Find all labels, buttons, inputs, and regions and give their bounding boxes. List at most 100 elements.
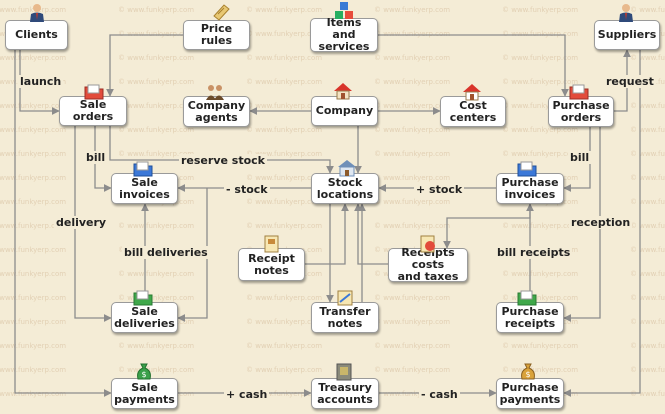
node-label: Sale invoices — [119, 175, 170, 201]
node-company[interactable]: Company — [311, 96, 378, 126]
watermark-text: © www.funkyerp.com — [630, 126, 665, 134]
watermark-text: © www.funkyerp.com — [630, 294, 665, 302]
edge-label-reception: reception — [569, 216, 633, 229]
watermark-text: © www.funkyerp.com — [374, 150, 450, 158]
node-purchase-receipts[interactable]: Purchase receipts — [496, 302, 564, 333]
node-sale-payments[interactable]: Sale payments — [111, 378, 178, 409]
node-purchase-orders[interactable]: Purchase orders — [548, 96, 614, 127]
watermark-text: © www.funkyerp.com — [630, 366, 665, 374]
watermark-text: © www.funkyerp.com — [374, 102, 450, 110]
watermark-text: © www.funkyerp.com — [246, 198, 322, 206]
document-icon — [337, 290, 353, 306]
edge-label-reserve-stock: reserve stock — [179, 154, 267, 167]
watermark-text: © www.funkyerp.com — [630, 342, 665, 350]
node-transfer-notes[interactable]: Transfer notes — [311, 302, 379, 333]
watermark-text: © www.funkyerp.com — [630, 150, 665, 158]
watermark-text: © www.funkyerp.com — [374, 390, 450, 398]
edge-suppliers-purchase-payments — [563, 50, 641, 397]
edge-label-bill-receipts: bill receipts — [495, 246, 573, 259]
watermark-text: © www.funkyerp.com — [246, 126, 322, 134]
watermark-text: © www.funkyerp.com — [374, 222, 450, 230]
watermark-text: © www.funkyerp.com — [502, 270, 578, 278]
folder-icon — [517, 161, 537, 177]
watermark-text: © www.funkyerp.com — [374, 366, 450, 374]
node-price-rules[interactable]: Price rules — [183, 20, 250, 50]
watermark-text: © www.funkyerp.com — [0, 198, 66, 206]
watermark-text: © www.funkyerp.com — [246, 54, 322, 62]
node-items-and-services[interactable]: Items and services — [310, 16, 378, 53]
edge-clients-sale-orders — [19, 50, 60, 115]
house-icon — [463, 84, 481, 101]
watermark-text: © www.funkyerp.com — [246, 6, 322, 14]
folder-icon — [84, 84, 104, 100]
watermark-text: © www.funkyerp.com — [630, 6, 665, 14]
watermark-text: © www.funkyerp.com — [118, 270, 194, 278]
node-label: Purchase orders — [552, 98, 610, 124]
money-bag-icon: $ — [137, 363, 151, 380]
node-label: Treasury accounts — [317, 380, 373, 406]
watermark-text: © www.funkyerp.com — [630, 270, 665, 278]
folder-icon — [133, 290, 153, 306]
watermark-text: © www.funkyerp.com — [118, 222, 194, 230]
watermark-text: © www.funkyerp.com — [118, 6, 194, 14]
watermark-text: © www.funkyerp.com — [0, 294, 66, 302]
node-purchase-payments[interactable]: Purchase payments — [496, 378, 564, 409]
watermark-text: © www.funkyerp.com — [0, 342, 66, 350]
watermark-text: © www.funkyerp.com — [502, 78, 578, 86]
node-label: Receipt notes — [248, 251, 295, 277]
node-cost-centers[interactable]: Cost centers — [440, 96, 506, 127]
watermark-text: © www.funkyerp.com — [0, 390, 66, 398]
edge-items-purchase-orders — [378, 34, 569, 97]
watermark-text: © www.funkyerp.com — [502, 294, 578, 302]
watermark-text: © www.funkyerp.com — [374, 318, 450, 326]
watermark-text: © www.funkyerp.com — [246, 294, 322, 302]
watermark-text: © www.funkyerp.com — [0, 366, 66, 374]
document-icon — [420, 235, 435, 253]
watermark-text: © www.funkyerp.com — [630, 54, 665, 62]
edge-sale-orders-sale-invoices — [94, 126, 112, 192]
node-receipts-costs-and-taxes[interactable]: Receipts costs and taxes — [388, 247, 468, 283]
node-clients[interactable]: Clients — [5, 20, 68, 50]
node-company-agents[interactable]: Company agents — [183, 96, 250, 127]
watermark-text: © www.funkyerp.com — [118, 294, 194, 302]
watermark-text: © www.funkyerp.com — [246, 366, 322, 374]
watermark-text: © www.funkyerp.com — [0, 318, 66, 326]
node-label: Stock locations — [316, 175, 374, 201]
node-label: Sale payments — [114, 380, 175, 406]
watermark-text: © www.funkyerp.com — [374, 126, 450, 134]
node-label: Items and services — [318, 16, 370, 53]
watermark-text: © www.funkyerp.com — [246, 342, 322, 350]
edge-purchase-orders-invoices — [563, 127, 591, 192]
watermark-text: © www.funkyerp.com — [374, 294, 450, 302]
node-label: Company — [315, 104, 374, 117]
money-bag-icon: $ — [521, 363, 535, 380]
watermark-text: © www.funkyerp.com — [0, 6, 66, 14]
person-icon — [30, 4, 44, 22]
watermark-text: © www.funkyerp.com — [502, 366, 578, 374]
watermark-text: © www.funkyerp.com — [630, 102, 665, 110]
edge-stock-sale-deliveries — [177, 188, 208, 322]
watermark-text: © www.funkyerp.com — [374, 174, 450, 182]
watermark-text: © www.funkyerp.com — [0, 270, 66, 278]
node-label: Purchase payments — [499, 380, 561, 406]
node-treasury-accounts[interactable]: Treasury accounts — [311, 378, 379, 409]
folder-icon — [517, 290, 537, 306]
watermark-text: © www.funkyerp.com — [118, 150, 194, 158]
watermark-text: © www.funkyerp.com — [374, 198, 450, 206]
folder-icon — [133, 161, 153, 177]
edge-price-rules-sale-orders — [106, 34, 183, 97]
node-suppliers[interactable]: Suppliers — [594, 20, 660, 50]
node-label: Purchase invoices — [501, 175, 559, 201]
watermark-text: © www.funkyerp.com — [502, 6, 578, 14]
node-sale-invoices[interactable]: Sale invoices — [111, 173, 178, 204]
node-receipt-notes[interactable]: Receipt notes — [238, 248, 305, 281]
watermark-text: © www.funkyerp.com — [630, 222, 665, 230]
watermark-text: © www.funkyerp.com — [374, 6, 450, 14]
node-label: Cost centers — [449, 98, 497, 124]
edge-label-bill-right: bill — [568, 151, 592, 164]
watermark-text: © www.funkyerp.com — [630, 174, 665, 182]
watermark-text: © www.funkyerp.com — [246, 150, 322, 158]
edge-purchase-invoices-rcosts — [443, 204, 531, 249]
node-label: Price rules — [200, 22, 233, 47]
watermark-text: © www.funkyerp.com — [630, 198, 665, 206]
